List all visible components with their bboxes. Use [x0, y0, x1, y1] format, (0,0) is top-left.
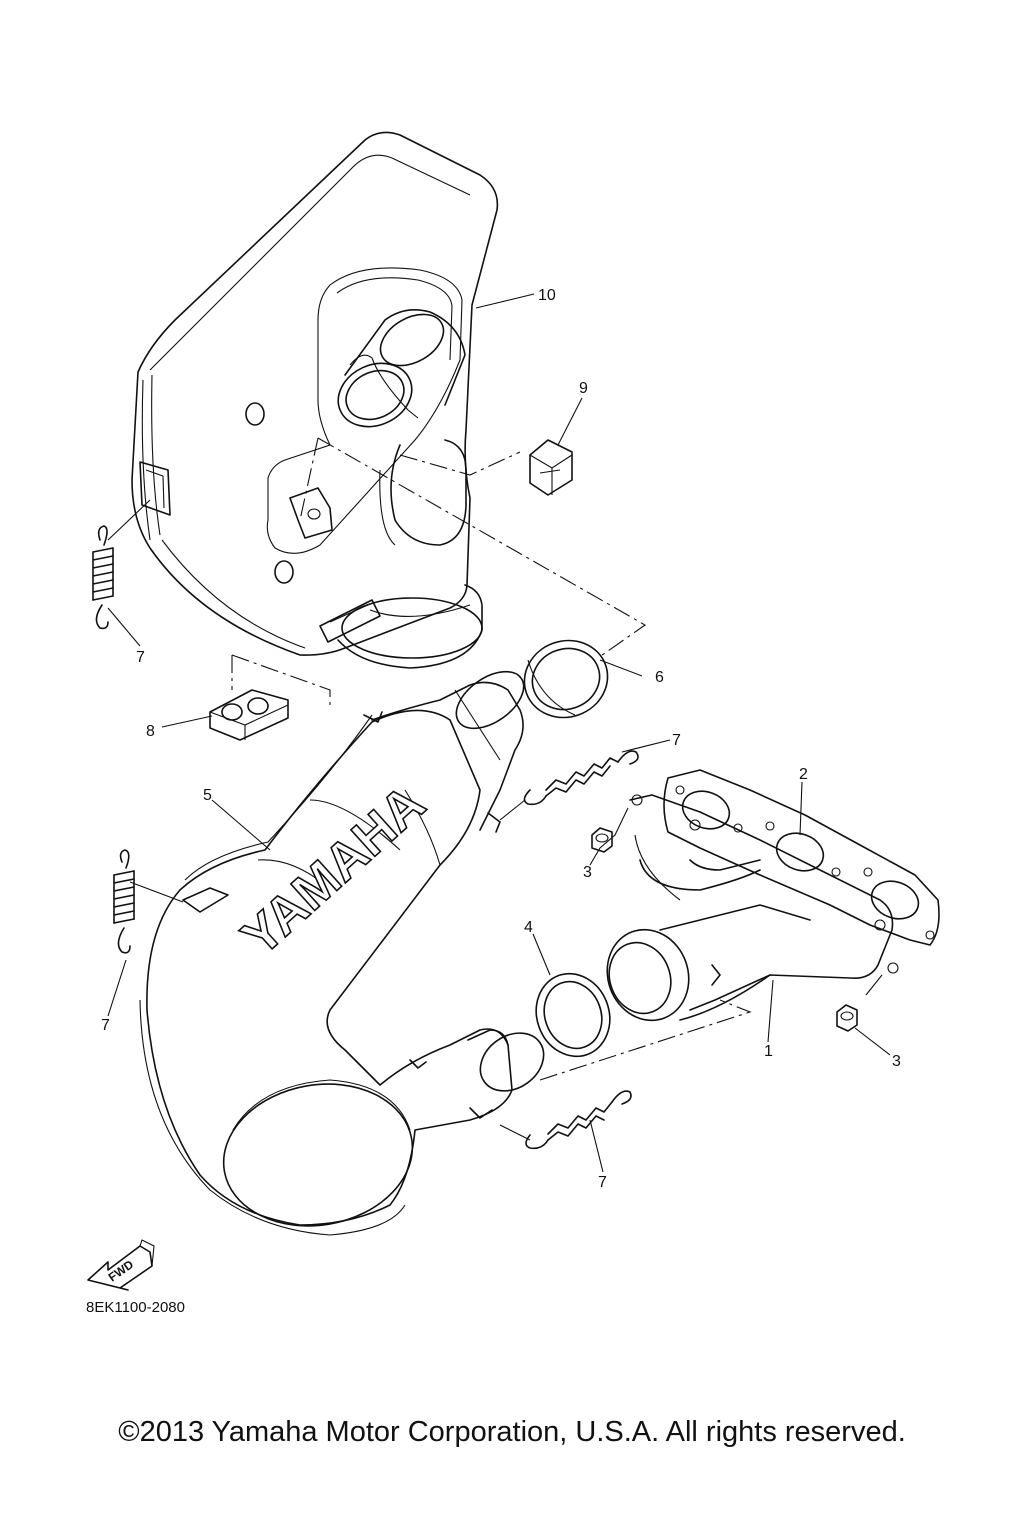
callout-7-left: 7 [101, 1017, 110, 1034]
callout-6: 6 [655, 669, 664, 686]
callout-7-middle: 7 [672, 732, 681, 749]
fwd-arrow-icon: FWD [87, 1239, 155, 1291]
mount-rubber-part-9 [529, 439, 573, 496]
gasket-ring-part-4 [535, 972, 611, 1058]
expansion-chamber-part-5: YAMAHA [139, 670, 545, 1236]
muffler-box-part-10 [131, 131, 499, 669]
spring-part-7-top-left [92, 525, 114, 630]
callout-4: 4 [524, 919, 533, 936]
exhaust-manifold-part-1 [606, 794, 899, 1022]
assembly-lines [231, 437, 752, 1081]
diagram-part-code: 8EK1100-2080 [86, 1299, 185, 1316]
callout-10: 10 [538, 287, 556, 304]
gasket-ring-part-6 [523, 639, 609, 719]
nut-part-3-upper [591, 827, 613, 853]
callout-5: 5 [203, 787, 212, 804]
spring-part-7-left [113, 849, 135, 954]
callout-9: 9 [579, 380, 588, 397]
mount-rubber-part-8 [209, 689, 289, 741]
spring-part-7-bottom [525, 1090, 632, 1150]
yamaha-logo-text: YAMAHA [231, 774, 436, 967]
copyright-notice: ©2013 Yamaha Motor Corporation, U.S.A. A… [118, 1416, 906, 1448]
leader-lines [107, 293, 891, 1173]
callout-8: 8 [146, 723, 155, 740]
spring-part-7-middle-right [523, 750, 639, 806]
callout-2: 2 [799, 766, 808, 783]
nut-part-3-lower [836, 1004, 858, 1032]
callout-7-top-left: 7 [136, 649, 145, 666]
callout-1: 1 [764, 1043, 773, 1060]
callout-labels: 10 9 7 6 8 7 2 5 3 4 7 1 3 7 [101, 287, 901, 1191]
callout-3-upper: 3 [583, 864, 592, 881]
callout-3-lower: 3 [892, 1053, 901, 1070]
callout-7-bottom: 7 [598, 1174, 607, 1191]
manifold-gasket-part-2 [663, 769, 940, 946]
